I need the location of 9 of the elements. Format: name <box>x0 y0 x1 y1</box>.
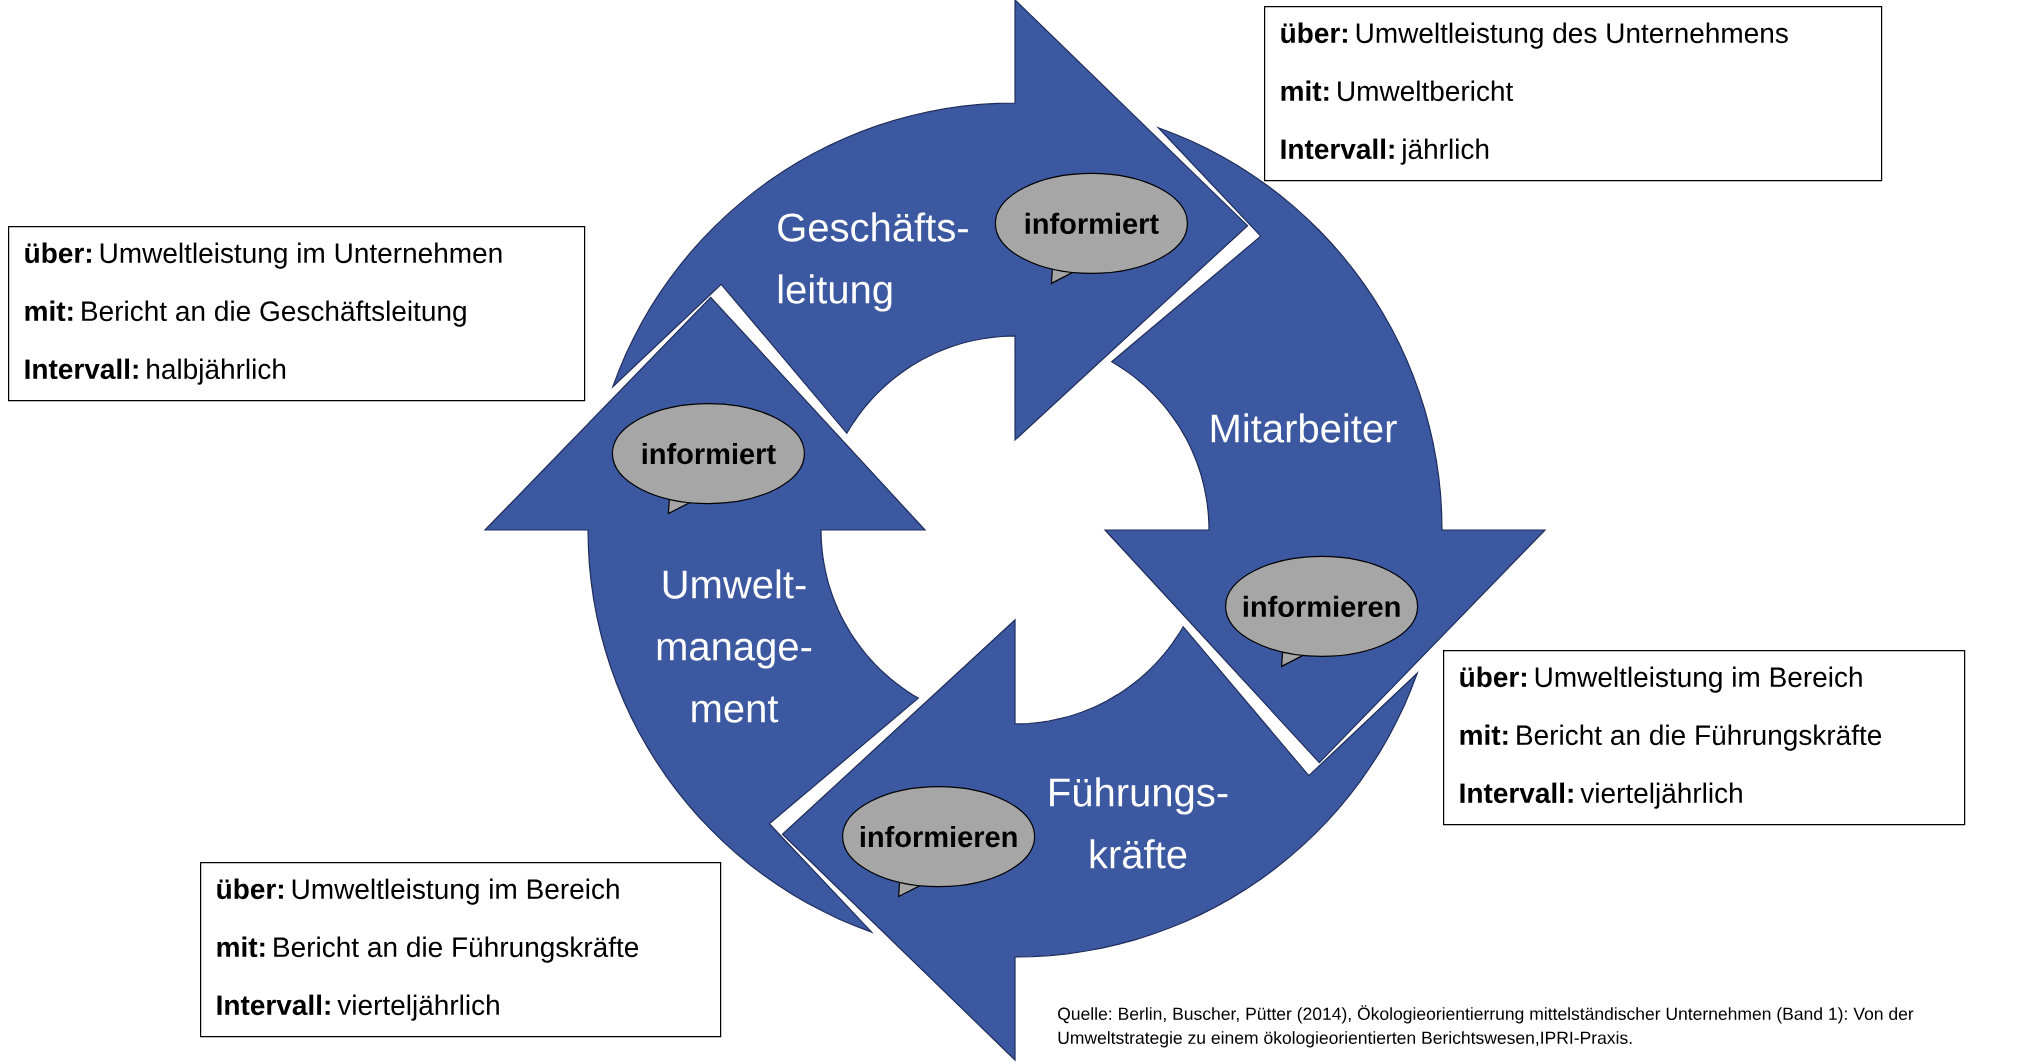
speech-bubble: informieren <box>842 786 1036 898</box>
speech-bubble: informieren <box>1225 555 1419 668</box>
node-label: Führungs- kräfte <box>1050 777 1228 869</box>
speech-bubble: informiert <box>611 402 805 515</box>
info-box: über: Umweltleistung im Bereich mit: Bericht an die Führungskräfte Intervall: vierteljährlich <box>1443 650 1966 826</box>
info-box: über: Umweltleistung im Bereich mit: Bericht an die Führungskräfte Intervall: vierteljährlich <box>200 862 722 1038</box>
info-box: über: Umweltleistung im Unternehmen mit: Bericht an die Geschäftsleitung Intervall: halbjährlich <box>8 226 586 402</box>
info-box: über: Umweltleistung des Unternehmens mit: Umweltbericht Intervall: jährlich <box>1264 6 1883 182</box>
speech-bubble: informiert <box>994 172 1188 285</box>
